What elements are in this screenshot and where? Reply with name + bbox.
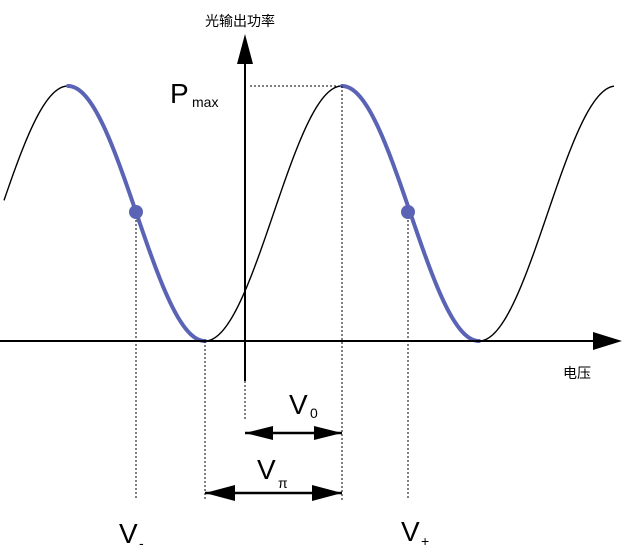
power-axis-arrowhead [237,34,253,64]
vplus-label-main: V [401,516,420,547]
vplus-label-sub: + [421,533,429,549]
guide-lines [135,85,409,500]
operating-point-vminus [129,205,143,219]
transfer-curve [3,85,615,342]
power-axis-label: 光输出功率 [205,13,275,30]
pmax-label-sub: max [192,94,218,110]
v0-arrowhead-right [314,426,342,440]
voltage-axis-arrowhead [593,332,622,350]
vminus-label-main: V [119,518,138,549]
vpi-label-main: V [257,454,276,485]
v0-label-sub: 0 [310,405,318,421]
vpi-label-sub: π [278,475,288,491]
vpi-arrowhead-right [312,485,342,501]
v0-label-main: V [289,389,308,420]
operating-point-vplus [401,205,415,219]
voltage-axis-label: 电压 [563,366,591,382]
pmax-label-main: P [170,78,189,109]
vminus-label-sub: - [139,535,144,551]
v0-arrowhead-left [245,426,273,440]
vpi-arrowhead-left [205,485,235,501]
